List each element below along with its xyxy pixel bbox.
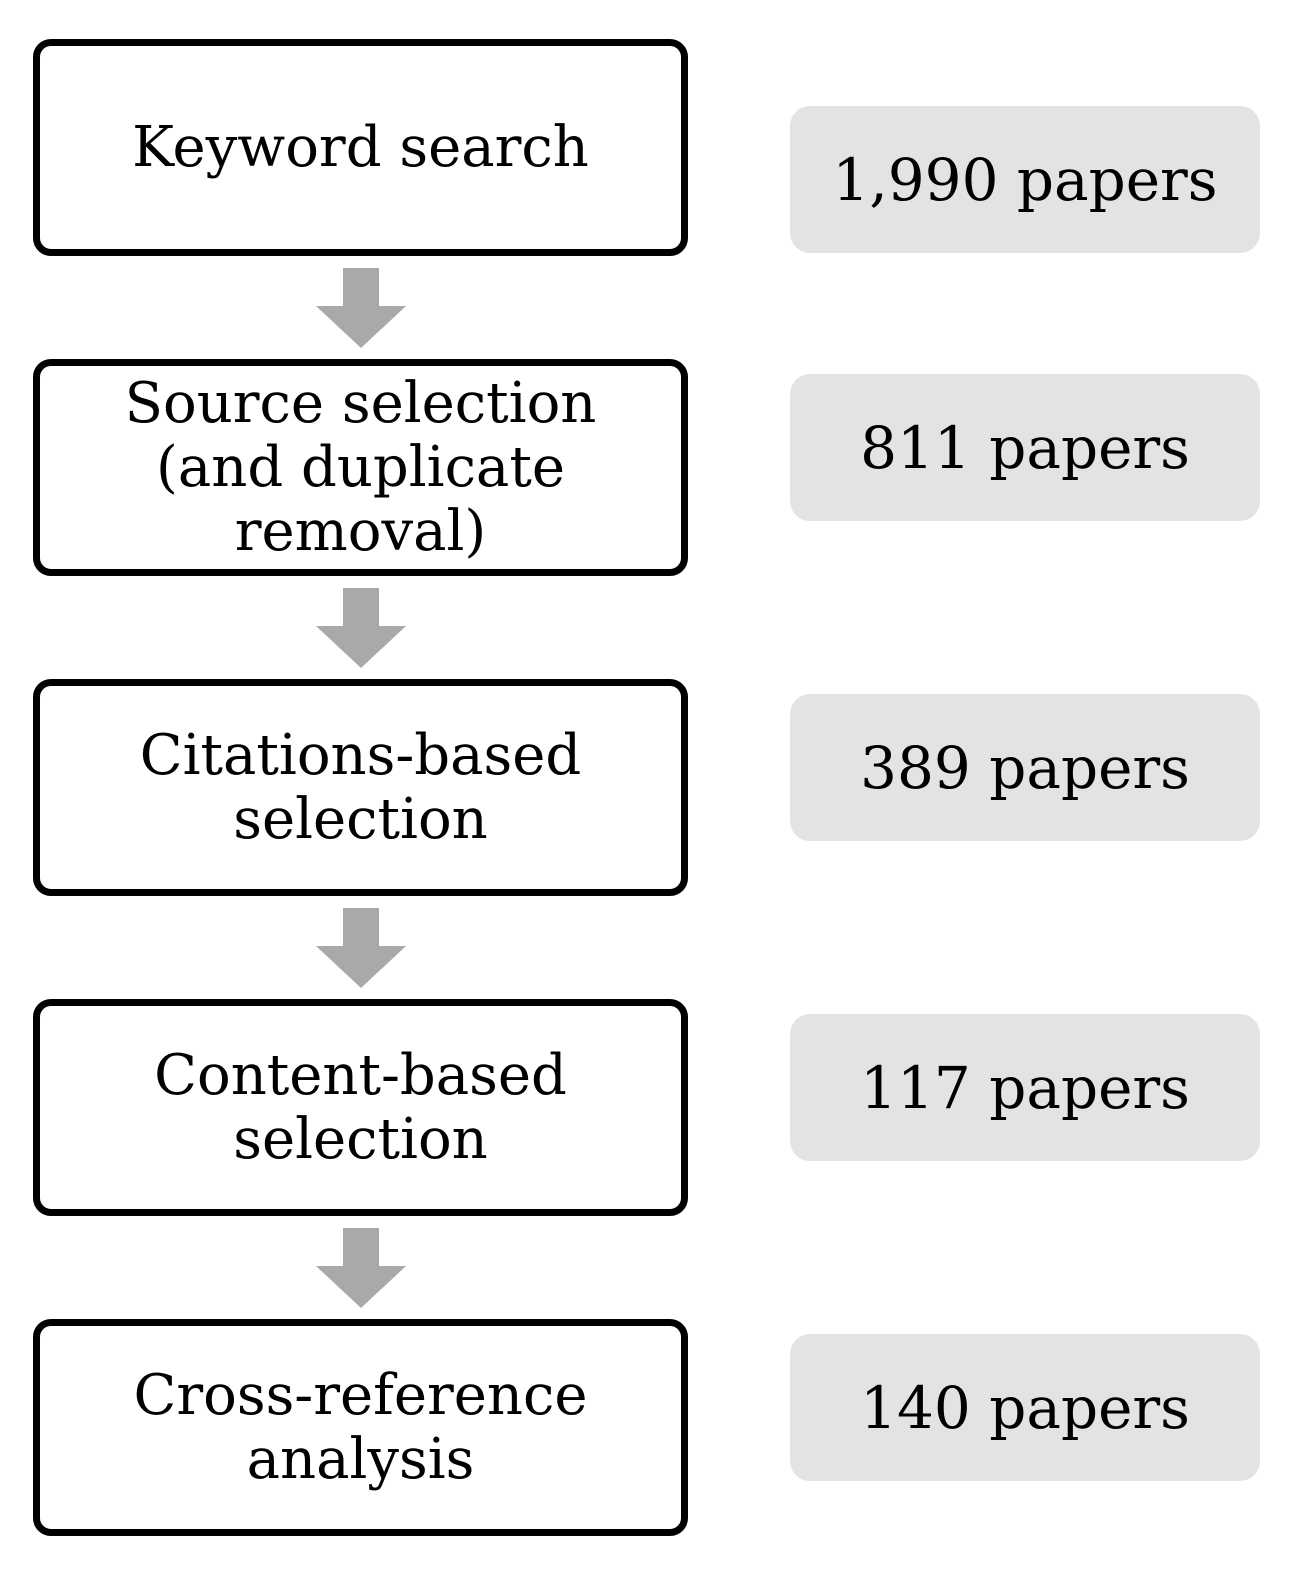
down-arrow-icon (316, 588, 406, 668)
step-box-keyword-search: Keyword search (33, 39, 688, 256)
step-label: Cross-reference analysis (133, 1362, 588, 1492)
step-label: Keyword search (132, 114, 589, 180)
step-label: Content-based selection (154, 1042, 567, 1172)
step-box-cross-reference-analysis: Cross-reference analysis (33, 1319, 688, 1536)
step-label: Source selection (and duplicate removal) (124, 370, 597, 564)
count-label: 389 papers (860, 733, 1190, 802)
step-box-citations-based-selection: Citations-based selection (33, 679, 688, 896)
count-box-citations-based-selection: 389 papers (790, 694, 1260, 841)
count-label: 1,990 papers (832, 145, 1218, 214)
count-box-cross-reference-analysis: 140 papers (790, 1334, 1260, 1481)
count-label: 117 papers (860, 1053, 1190, 1122)
count-box-source-selection: 811 papers (790, 374, 1260, 521)
step-box-content-based-selection: Content-based selection (33, 999, 688, 1216)
step-label: Citations-based selection (139, 722, 582, 852)
count-box-keyword-search: 1,990 papers (790, 106, 1260, 253)
count-label: 811 papers (860, 413, 1190, 482)
count-label: 140 papers (860, 1373, 1190, 1442)
step-box-source-selection: Source selection (and duplicate removal) (33, 359, 688, 576)
down-arrow-icon (316, 1228, 406, 1308)
count-box-content-based-selection: 117 papers (790, 1014, 1260, 1161)
down-arrow-icon (316, 268, 406, 348)
down-arrow-icon (316, 908, 406, 988)
